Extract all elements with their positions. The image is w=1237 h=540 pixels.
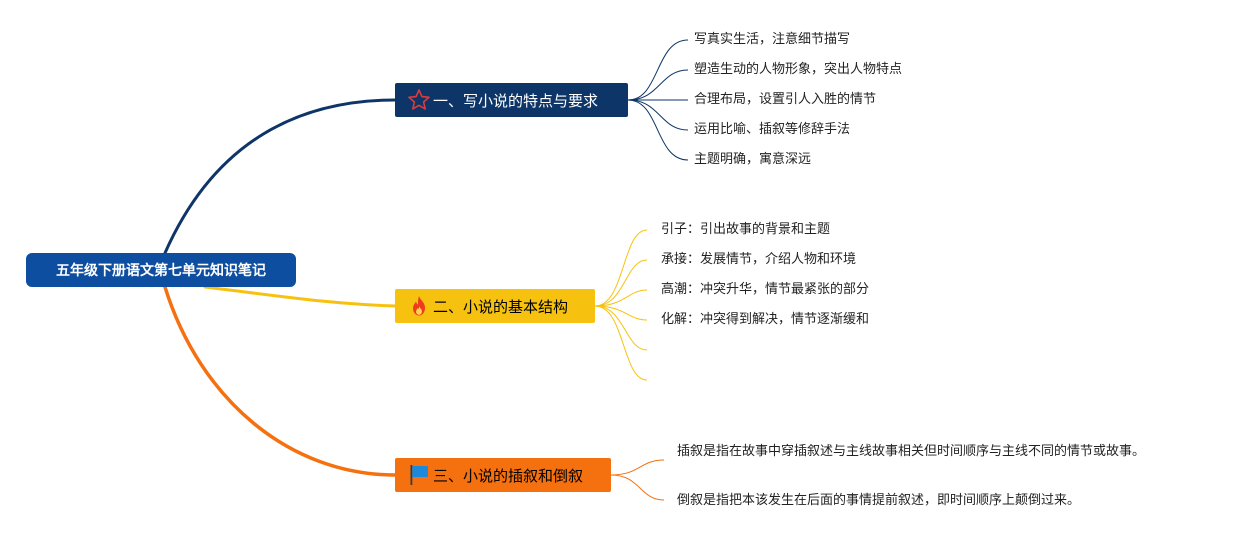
leaf-3-2[interactable]: 倒叙是指把本该发生在后面的事情提前叙述，即时间顺序上颠倒过来。 xyxy=(677,493,1081,508)
leaf-1-4[interactable]: 运用比喻、插叙等修辞手法 xyxy=(694,122,851,137)
flag-icon xyxy=(407,463,431,487)
branch-label-1: 一、写小说的特点与要求 xyxy=(433,91,599,110)
root-link-branch-1 xyxy=(163,98,397,255)
leaf-1-3[interactable]: 合理布局，设置引人入胜的情节 xyxy=(694,92,877,107)
branch-node-3[interactable]: 三、小说的插叙和倒叙 xyxy=(395,458,611,492)
leaf-links-branch-2 xyxy=(594,229,648,381)
leaf-1-5[interactable]: 主题明确，寓意深远 xyxy=(694,152,812,167)
branch-label-3: 三、小说的插叙和倒叙 xyxy=(433,466,584,485)
leaf-2-4[interactable]: 化解：冲突得到解决，情节逐渐缓和 xyxy=(661,312,870,327)
root-link-branch-3 xyxy=(163,285,397,477)
leaf-1-1[interactable]: 写真实生活，注意细节描写 xyxy=(694,32,851,47)
leaf-1-2[interactable]: 塑造生动的人物形象，突出人物特点 xyxy=(694,62,903,77)
leaf-links-branch-3 xyxy=(610,459,665,501)
root-link-branch-2 xyxy=(203,285,397,308)
leaf-2-2[interactable]: 承接：发展情节，介绍人物和环境 xyxy=(661,252,857,267)
leaf-2-3[interactable]: 高潮：冲突升华，情节最紧张的部分 xyxy=(661,282,870,297)
branch-node-2[interactable]: 二、小说的基本结构 xyxy=(395,289,595,323)
root-title: 五年级下册语文第七单元知识笔记 xyxy=(56,263,266,279)
leaf-2-1[interactable]: 引子：引出故事的背景和主题 xyxy=(661,222,831,237)
fire-icon xyxy=(407,294,431,318)
leaf-links-branch-1 xyxy=(627,39,689,161)
leaf-3-1[interactable]: 插叙是指在故事中穿插叙述与主线故事相关但时间顺序与主线不同的情节或故事。 xyxy=(677,444,1146,459)
star-icon xyxy=(407,88,431,112)
branch-label-2: 二、小说的基本结构 xyxy=(433,297,569,316)
root-node[interactable]: 五年级下册语文第七单元知识笔记 xyxy=(26,253,296,287)
branch-node-1[interactable]: 一、写小说的特点与要求 xyxy=(395,83,628,117)
